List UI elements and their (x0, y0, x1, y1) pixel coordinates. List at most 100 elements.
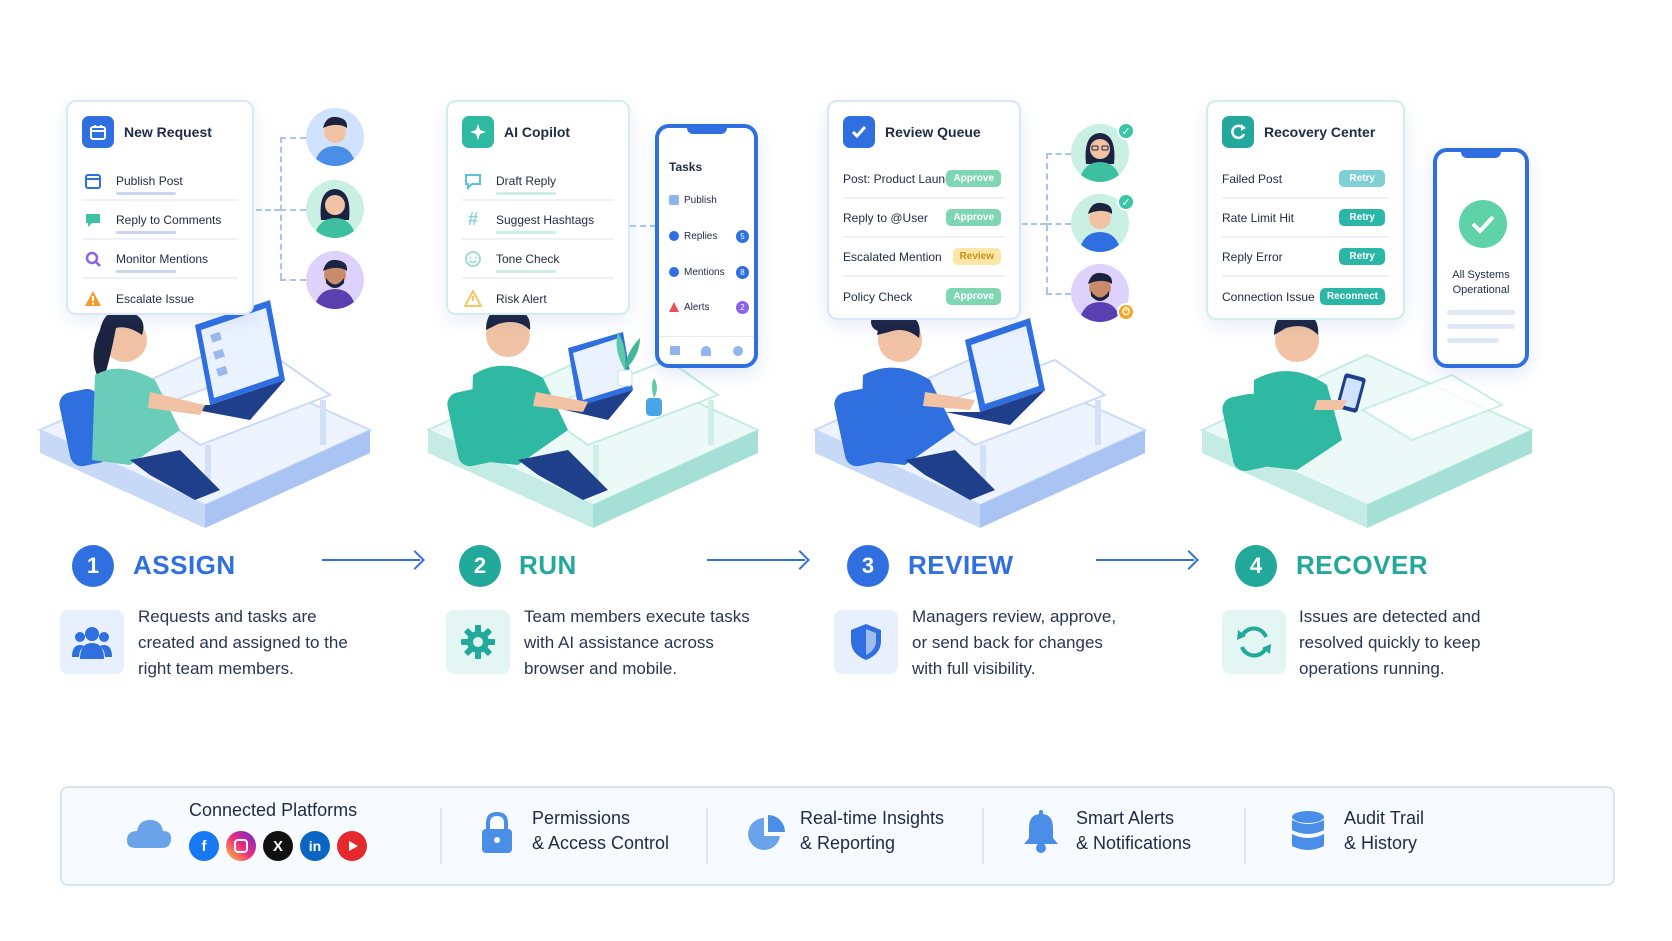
calendar-icon (82, 116, 114, 148)
list-item[interactable]: # Suggest Hashtags (462, 201, 614, 240)
review-item[interactable]: Reply to @User Approve (843, 199, 1005, 238)
review-item[interactable]: Escalated Mention Review (843, 238, 1005, 277)
review-queue-card: Review Queue Post: Product Launch Approv… (827, 100, 1021, 320)
step-title: RUN (519, 550, 577, 580)
pie-chart-icon (746, 814, 786, 859)
retry-button[interactable]: Retry (1339, 248, 1385, 265)
card-title: New Request (124, 124, 212, 140)
step-description: Team members execute tasks with AI assis… (524, 607, 750, 678)
permissions-label: Permissions & Access Control (532, 808, 670, 853)
step-title: ASSIGN (133, 550, 236, 580)
step-number-badge: 2 (459, 545, 501, 587)
user-icon[interactable] (733, 345, 744, 356)
review-item[interactable]: Policy Check Approve (843, 277, 1005, 316)
approve-button[interactable]: Approve (946, 170, 1001, 187)
warning-icon (82, 288, 104, 310)
item-label: Risk Alert (496, 291, 547, 306)
step-description: Issues are detected and resolved quickly… (1299, 607, 1481, 678)
list-item[interactable]: Publish Post (82, 162, 238, 201)
cloud-icon (126, 816, 172, 855)
item-label: Draft Reply (496, 173, 557, 188)
flow-arrow (1096, 559, 1194, 561)
review-item[interactable]: Post: Product Launch Approve (843, 160, 1005, 199)
list-item[interactable]: Tone Check (462, 240, 614, 279)
team-icon (60, 610, 124, 674)
bell-icon[interactable] (701, 345, 712, 356)
item-label: Publish Post (116, 173, 183, 188)
chat-icon (462, 170, 484, 192)
approve-button[interactable]: Approve (946, 288, 1001, 305)
item-label: Post: Product Launch (843, 171, 958, 186)
step-description: Requests and tasks are created and assig… (138, 607, 348, 678)
new-request-card: New Request Publish Post Reply to Commen… (66, 100, 254, 315)
step-title: REVIEW (908, 550, 1014, 580)
reconnect-button[interactable]: Reconnect (1319, 288, 1385, 305)
sparkle-icon (462, 116, 494, 148)
smile-icon (462, 248, 484, 270)
step-number-badge: 3 (847, 545, 889, 587)
bell-icon (1022, 810, 1060, 859)
list-item[interactable]: Escalate Issue (82, 279, 238, 318)
card-title: Recovery Center (1264, 124, 1376, 140)
recovery-item[interactable]: Reply Error Retry (1222, 238, 1389, 277)
connected-platforms-title: Connected Platforms (189, 800, 358, 820)
retry-button[interactable]: Retry (1339, 209, 1385, 226)
flow-arrow (707, 559, 805, 561)
list-item[interactable]: Monitor Mentions (82, 240, 238, 279)
card-title: AI Copilot (504, 124, 571, 140)
recover-scene-illustration (1199, 311, 1535, 528)
approved-check-icon: ✓ (1117, 193, 1135, 211)
search-icon (82, 248, 104, 270)
assign-scene-illustration (37, 300, 373, 528)
review-button[interactable]: Review (952, 248, 1001, 265)
recovery-item[interactable]: Failed Post Retry (1222, 160, 1389, 199)
phone-list-item[interactable]: Alerts 2 (669, 299, 749, 315)
mention-icon (669, 267, 679, 277)
phone-list-item[interactable]: Publish (669, 192, 749, 208)
home-icon[interactable] (669, 346, 680, 355)
x-icon[interactable]: X (263, 831, 293, 861)
approve-button[interactable]: Approve (946, 209, 1001, 226)
item-label: Suggest Hashtags (496, 212, 595, 227)
publish-icon (669, 195, 679, 205)
alert-icon (669, 302, 679, 312)
facebook-icon[interactable]: f (189, 831, 219, 861)
step-number-badge: 4 (1235, 545, 1277, 587)
list-item[interactable]: Risk Alert (462, 279, 614, 318)
item-label: Policy Check (843, 289, 913, 304)
recovery-item[interactable]: Connection Issue Reconnect (1222, 277, 1389, 316)
review-scene-illustration (812, 313, 1148, 528)
retry-button[interactable]: Retry (1339, 170, 1385, 187)
database-icon (1290, 810, 1326, 859)
lock-icon (480, 811, 514, 859)
item-label: Escalated Mention (843, 249, 942, 264)
item-label: Tone Check (496, 251, 560, 266)
checkbox-icon (843, 116, 875, 148)
ai-copilot-card: AI Copilot Draft Reply # Suggest Hashtag… (446, 100, 630, 315)
count-badge: 5 (736, 229, 749, 243)
count-badge: 8 (736, 265, 749, 279)
avatar (306, 180, 364, 238)
list-item[interactable]: Reply to Comments (82, 201, 238, 240)
phone-list-item[interactable]: Replies 5 (669, 228, 749, 244)
feature-bar: Connected Platforms f X in Permissions &… (60, 786, 1615, 886)
alerts-label: Smart Alerts & Notifications (1076, 808, 1192, 853)
step-number-badge: 1 (72, 545, 114, 587)
reply-icon (669, 231, 679, 241)
phone-list-item[interactable]: Mentions 8 (669, 264, 749, 280)
system-status-text: All Systems Operational (1452, 269, 1510, 296)
youtube-icon[interactable] (337, 831, 367, 861)
instagram-icon[interactable] (226, 831, 256, 861)
pending-clock-icon: ⏱ (1117, 303, 1135, 321)
list-item[interactable]: Draft Reply (462, 162, 614, 201)
insights-label: Real-time Insights & Reporting (800, 808, 945, 853)
status-phone: All Systems Operational (1433, 148, 1529, 368)
avatar (306, 251, 364, 309)
avatar (306, 108, 364, 166)
calendar-icon (82, 170, 104, 192)
shield-icon (834, 610, 898, 674)
count-badge: 2 (736, 300, 749, 314)
linkedin-icon[interactable]: in (300, 831, 330, 861)
recovery-item[interactable]: Rate Limit Hit Retry (1222, 199, 1389, 238)
